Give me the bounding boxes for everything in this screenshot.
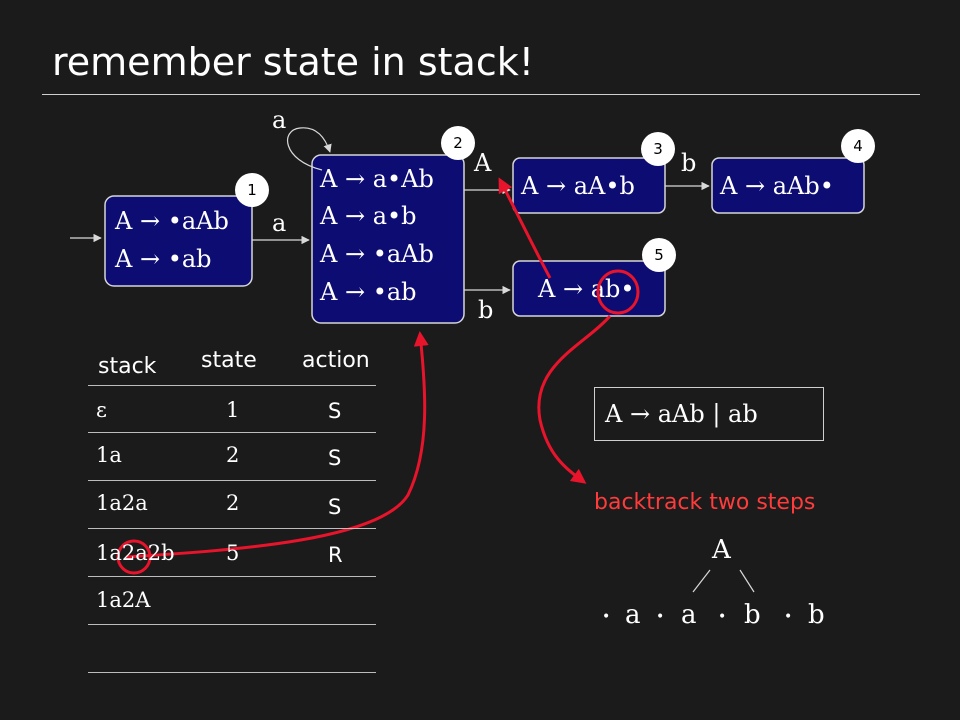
tree-dot-2: • [656, 609, 664, 625]
row-3-state: 2 [226, 491, 240, 515]
annotation-circle-stack-2 [116, 539, 152, 575]
state-4-item-1: A → aAb• [719, 172, 834, 200]
tree-dot-3: • [718, 609, 726, 625]
state-1-box [104, 195, 253, 287]
tree-edge-right [739, 569, 755, 593]
table-rule [88, 480, 376, 481]
label-2-to-5: b [478, 296, 493, 324]
label-1-to-2: a [272, 209, 286, 237]
row-2-stack: 1a [96, 443, 122, 467]
state-2-item-4: A → •ab [319, 278, 417, 306]
tree-leaf-3: b [744, 600, 761, 630]
annotation-arrow-to-note [537, 315, 612, 484]
header-action: action [302, 348, 370, 373]
row-3-action: S [328, 495, 342, 519]
annotation-arrow-to-state-2 [125, 331, 429, 559]
state-4-badge: 4 [841, 129, 875, 163]
label-2-to-3: A [473, 149, 492, 177]
row-4-action: R [328, 543, 343, 567]
state-2-box [311, 154, 465, 324]
state-2-item-3: A → •aAb [319, 240, 434, 268]
state-2-item-1: A → a•Ab [319, 165, 434, 193]
state-5-number: 5 [654, 246, 664, 264]
state-2-item-2: A → a•b [319, 202, 417, 230]
row-2-action: S [328, 446, 342, 470]
header-state: state [201, 348, 257, 373]
state-4-number: 4 [853, 137, 863, 155]
row-4-stack: 1a2a2b [96, 541, 175, 565]
tree-leaf-4: b [808, 600, 825, 630]
state-1-item-1: A → •aAb [114, 207, 229, 235]
table-rule [88, 576, 376, 577]
label-self-loop: a [272, 106, 286, 134]
state-1-number: 1 [247, 181, 257, 199]
state-3-item-1: A → aA•b [520, 172, 635, 200]
state-2-badge: 2 [441, 126, 475, 160]
tree-dot-4: • [784, 609, 792, 625]
state-3-number: 3 [653, 140, 663, 158]
slide-title: remember state in stack! [52, 40, 534, 84]
row-1-action: S [328, 399, 342, 423]
state-5-badge: 5 [642, 238, 676, 272]
table-rule [88, 385, 376, 386]
grammar-box: A → aAb | ab [594, 387, 824, 441]
tree-root: A [711, 535, 732, 565]
tree-leaf-2: a [681, 600, 697, 630]
table-rule [88, 672, 376, 673]
state-1-badge: 1 [235, 173, 269, 207]
state-3-badge: 3 [641, 132, 675, 166]
table-rule [88, 624, 376, 625]
title-rule [42, 94, 920, 95]
self-loop-state-2 [286, 127, 332, 171]
row-4-state: 5 [226, 541, 240, 565]
backtrack-note: backtrack two steps [594, 490, 816, 515]
label-3-to-4: b [681, 149, 696, 177]
annotation-circle-state-5-item [596, 269, 640, 315]
annotation-arrow-to-state-3 [498, 177, 552, 279]
row-1-state: 1 [226, 398, 240, 422]
state-4-box [711, 157, 865, 214]
tree-edge-left [692, 569, 711, 593]
row-3-stack: 1a2a [96, 491, 148, 515]
row-1-stack: ε [96, 398, 107, 422]
tree-leaf-1: a [625, 600, 641, 630]
header-stack: stack [98, 354, 157, 379]
row-2-state: 2 [226, 443, 240, 467]
row-5-stack: 1a2A [96, 588, 151, 612]
state-2-number: 2 [453, 134, 463, 152]
state-5-item-1: A → ab• [537, 275, 635, 303]
table-rule [88, 528, 376, 529]
state-1-item-2: A → •ab [114, 245, 212, 273]
tree-dot-1: • [602, 609, 610, 625]
table-rule [88, 432, 376, 433]
